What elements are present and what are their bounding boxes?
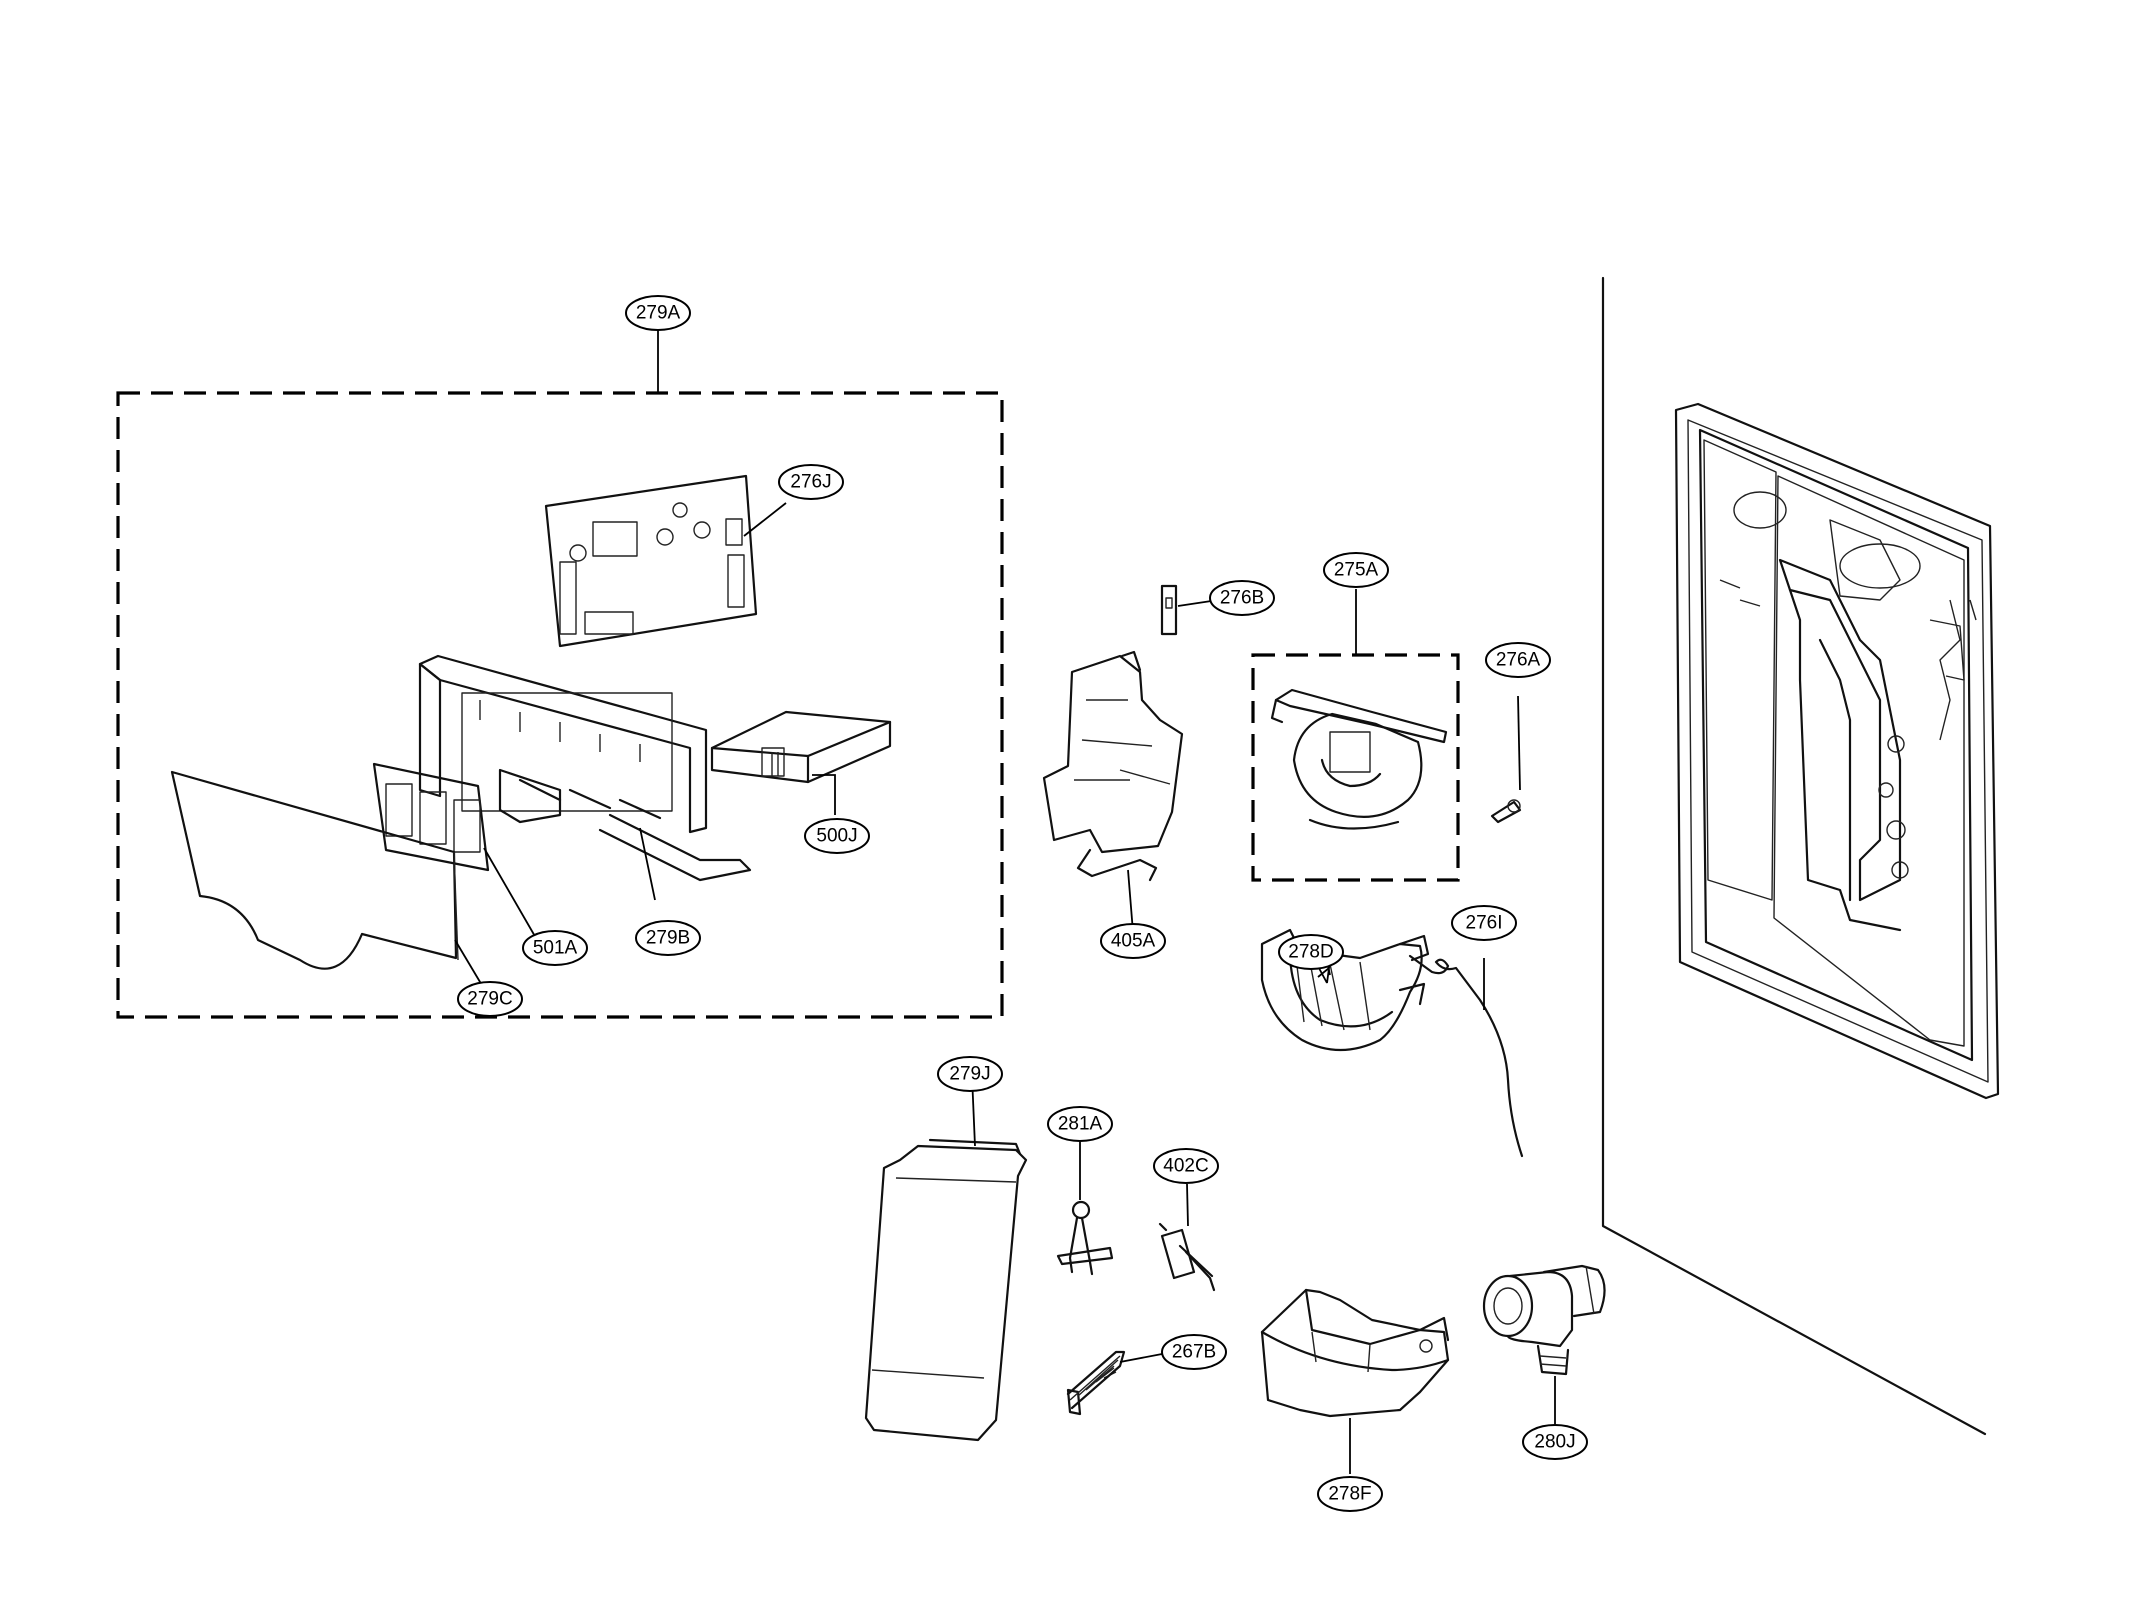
assembly-275A-dashed-box: [1251, 653, 1460, 882]
part-405A-actuator: [1042, 650, 1184, 933]
callout-279A: 279A: [625, 295, 691, 331]
svg-text:276A: 276A: [1496, 650, 1541, 671]
svg-text:275A: 275A: [1334, 560, 1379, 581]
assembly-279A-dashed-box: [116, 391, 1004, 1019]
callout-501A: 501A: [522, 930, 588, 966]
callout-279J: 279J: [937, 1056, 1003, 1092]
svg-text:280J: 280J: [1534, 1432, 1575, 1453]
part-276A-screw: [1490, 695, 1522, 824]
svg-text:279B: 279B: [646, 928, 690, 949]
callout-276J: 276J: [778, 464, 844, 500]
svg-text:405A: 405A: [1111, 931, 1156, 952]
svg-text:276B: 276B: [1220, 588, 1264, 609]
part-278F-tray: [1260, 1288, 1450, 1474]
part-276I-spring: [1408, 954, 1524, 1158]
part-402C-switch: [1158, 1183, 1216, 1292]
part-280J-fitting: [1482, 1264, 1606, 1424]
svg-text:276I: 276I: [1466, 913, 1503, 934]
callout-278D: 278D: [1278, 934, 1344, 970]
svg-text:281A: 281A: [1058, 1114, 1103, 1135]
callout-281A: 281A: [1047, 1106, 1113, 1142]
callout-500J: 500J: [804, 818, 870, 854]
svg-text:402C: 402C: [1163, 1156, 1208, 1177]
part-279J-cover: [864, 1075, 1028, 1442]
part-279B-frame: [418, 654, 752, 901]
callout-278F: 278F: [1317, 1476, 1383, 1512]
part-275A-bracket: [1270, 688, 1448, 830]
svg-text:279A: 279A: [636, 303, 681, 324]
part-500J-module: [710, 710, 892, 815]
svg-text:267B: 267B: [1172, 1342, 1216, 1363]
part-276J-board: [544, 474, 787, 648]
svg-text:278F: 278F: [1328, 1484, 1371, 1505]
callout-405A: 405A: [1100, 923, 1166, 959]
callout-276I: 276I: [1451, 905, 1517, 941]
svg-text:278D: 278D: [1288, 942, 1333, 963]
part-279C-panel: [170, 770, 487, 993]
svg-text:500J: 500J: [816, 826, 857, 847]
part-281A-lever: [1056, 1142, 1114, 1276]
callout-279B: 279B: [635, 920, 701, 956]
part-267B-spring: [1066, 1350, 1163, 1416]
svg-text:276J: 276J: [790, 472, 831, 493]
part-276B-clip: [1160, 584, 1219, 636]
door-housing: [1601, 276, 2000, 1436]
svg-text:279C: 279C: [467, 989, 512, 1010]
callout-267B: 267B: [1161, 1334, 1227, 1370]
svg-text:279J: 279J: [949, 1064, 990, 1085]
callout-275A: 275A: [1323, 552, 1389, 588]
callout-276B: 276B: [1209, 580, 1275, 616]
callout-402C: 402C: [1153, 1148, 1219, 1184]
svg-text:501A: 501A: [533, 938, 578, 959]
callout-279C: 279C: [457, 981, 523, 1017]
part-501A-holder: [372, 762, 541, 946]
callout-276A: 276A: [1485, 642, 1551, 678]
callout-280J: 280J: [1522, 1424, 1588, 1460]
